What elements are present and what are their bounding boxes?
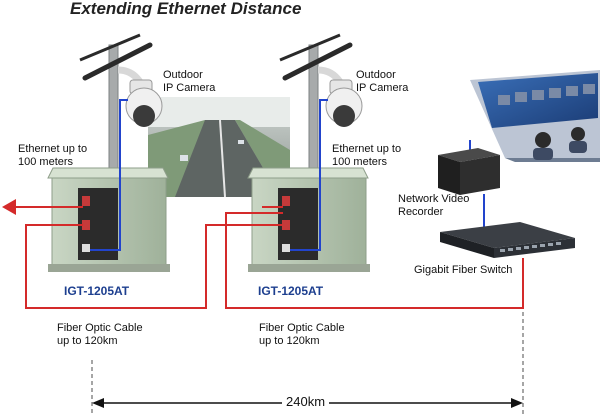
outdoor-ip-camera-1: [125, 79, 163, 127]
diagram-title: Extending Ethernet Distance: [70, 0, 302, 18]
fiber-cables: [2, 199, 524, 309]
gigabit-fiber-switch: [440, 222, 575, 258]
model-label-2: IGT-1205AT: [258, 284, 324, 298]
outdoor-ip-camera-2: [325, 79, 363, 127]
ethernet-cables: [90, 99, 485, 251]
camera-pole-1: [79, 33, 153, 261]
fiber-label-2: Fiber Optic Cable up to 120km: [259, 322, 345, 347]
camera-label-1: Outdoor IP Camera: [163, 69, 216, 94]
nvr-label: Network Video Recorder: [398, 193, 470, 218]
ethernet-label-1: Ethernet up to 100 meters: [18, 143, 88, 168]
monitoring-center: [470, 70, 600, 162]
ethernet-label-2: Ethernet up to 100 meters: [332, 143, 402, 168]
cabinet-1: [47, 167, 170, 272]
cabinet-2: [247, 167, 370, 272]
switch-label: Gigabit Fiber Switch: [414, 264, 513, 276]
model-label-1: IGT-1205AT: [64, 284, 130, 298]
fiber-label-1: Fiber Optic Cable up to 120km: [57, 322, 143, 347]
network-video-recorder: [438, 148, 500, 195]
camera-label-2: Outdoor IP Camera: [356, 69, 409, 94]
distance-label: 240km: [282, 394, 330, 409]
